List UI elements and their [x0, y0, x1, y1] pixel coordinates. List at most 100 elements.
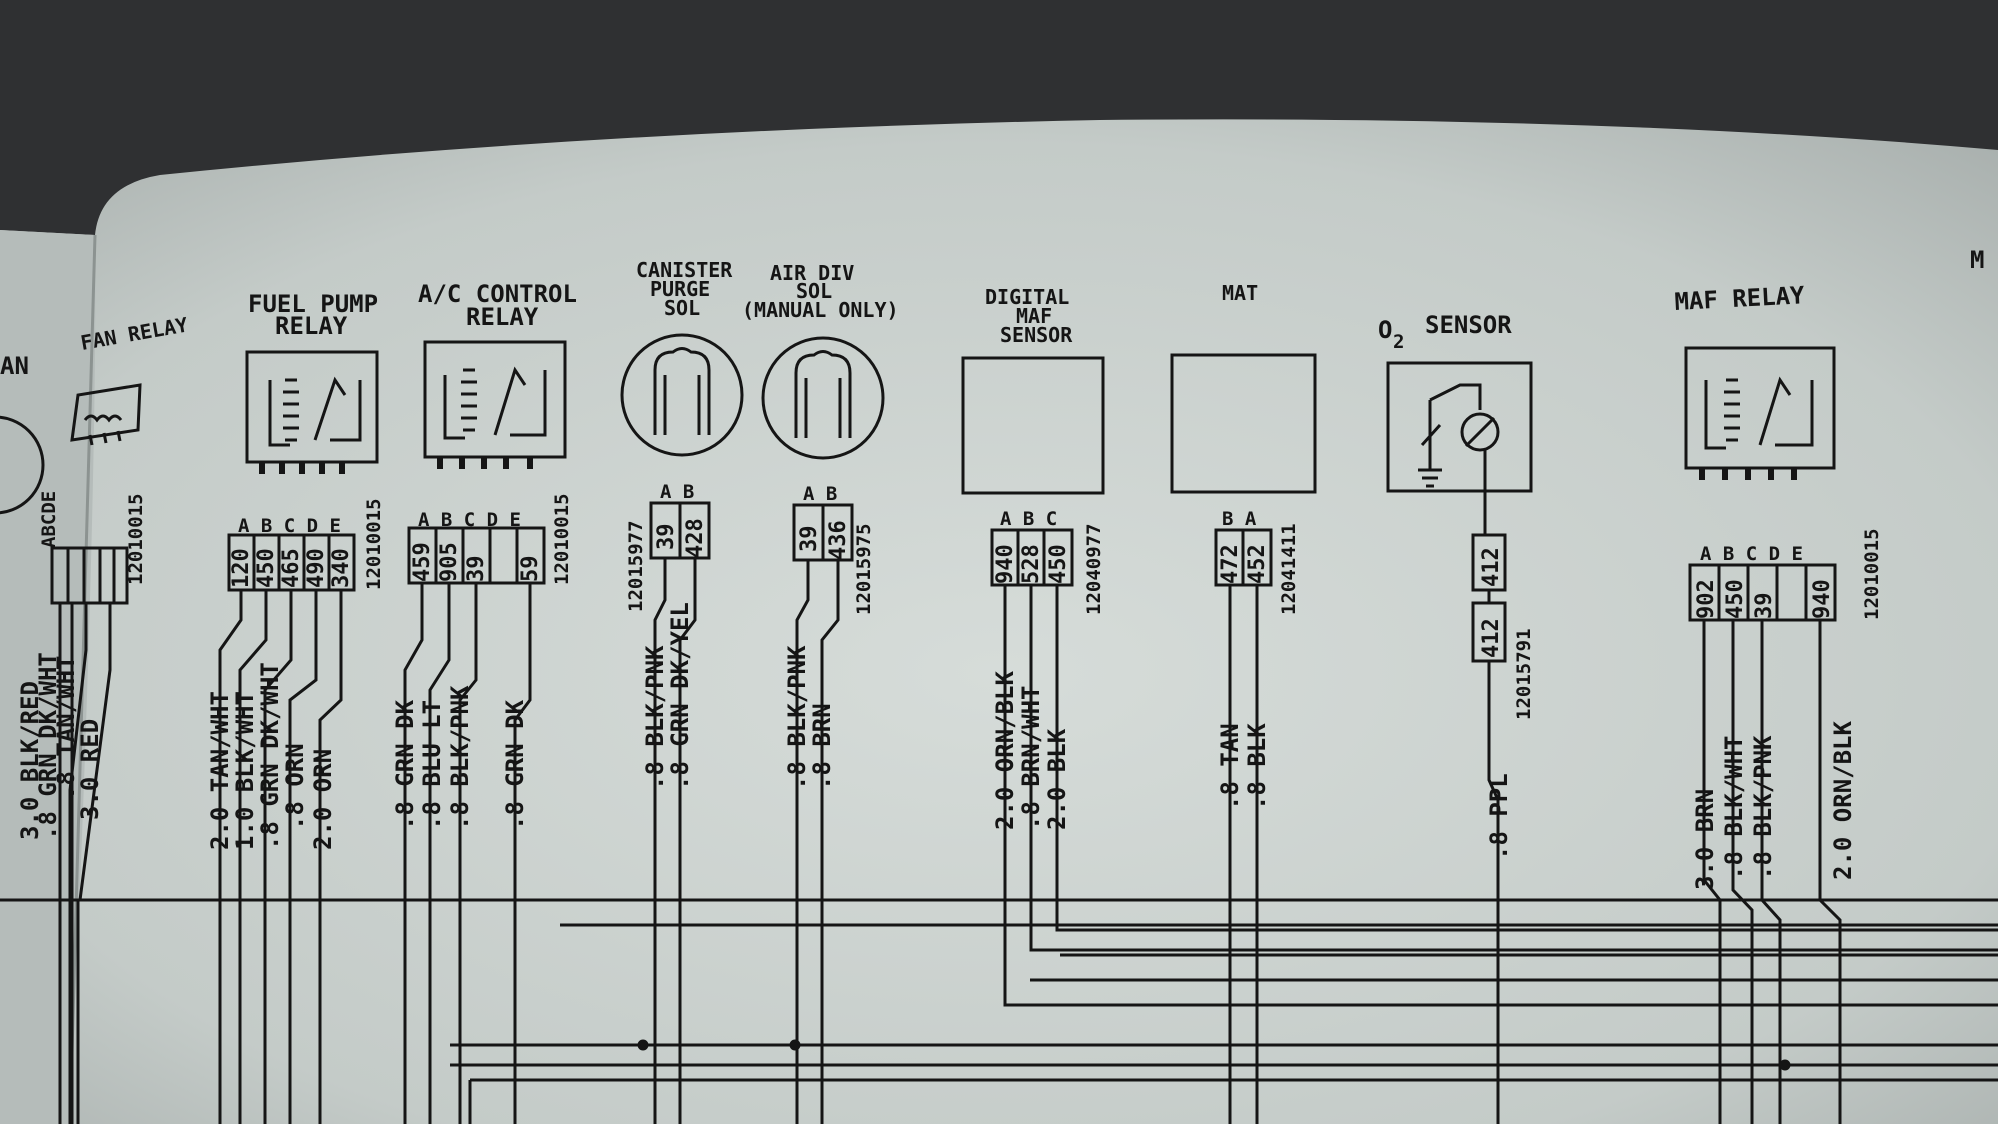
fuel-pump-relay-cavity-e: 340	[329, 548, 354, 588]
fuel-pump-relay-title-2: RELAY	[275, 312, 348, 340]
maf-relay-terminals	[1699, 468, 1797, 480]
canister-purge-sol-leads	[663, 375, 701, 435]
ac-control-relay-cavity-b: 905	[437, 542, 462, 582]
maf-relay-contacts	[1704, 376, 1814, 450]
ac-control-relay-coil	[461, 368, 477, 432]
fan-relay-body	[70, 383, 142, 442]
digital-maf-sensor-cavity-c: 450	[1046, 544, 1071, 584]
air-div-sol-title-3: (MANUAL ONLY)	[742, 298, 899, 322]
mat-pins: B A	[1222, 508, 1257, 530]
component-ac-control-relay: A/C CONTROL RELAY A B C D E 459 905 39 5…	[391, 280, 577, 1124]
fuel-pump-relay-cavity-b: 450	[254, 548, 279, 588]
partial-left-title: AN	[0, 352, 29, 380]
canister-purge-sol-cavity-b: 428	[683, 518, 708, 558]
maf-relay-cavity-e: 940	[1810, 579, 1835, 619]
air-div-sol-part-number: 12015975	[853, 523, 875, 615]
maf-relay-wire-4: 2.0 ORN/BLK	[1829, 721, 1857, 880]
fan-relay-connector	[50, 546, 129, 605]
splice-3	[1779, 1059, 1791, 1071]
canister-purge-sol-pins: A B	[660, 481, 694, 503]
o2-sensor-title-subscript: 2	[1393, 331, 1404, 353]
fuel-pump-relay-terminals	[259, 462, 345, 474]
maf-relay-part-number: 12010015	[1861, 528, 1883, 620]
fan-relay-wire-2: .8 GRN DK/WHT	[34, 652, 62, 840]
ac-control-relay-contacts	[443, 366, 547, 440]
o2-sensor-cavity-top: 412	[1479, 547, 1504, 587]
component-air-div-sol: AIR DIV SOL (MANUAL ONLY) A B 39 436 120…	[742, 261, 899, 1124]
fan-relay-coil	[83, 414, 123, 423]
fuel-pump-relay-coil	[283, 378, 299, 442]
fuel-pump-relay-wires	[218, 590, 343, 1124]
component-o2-sensor: O 2 SENSOR 412 412 12015791 .8 PPL	[1378, 311, 1535, 1124]
fuel-pump-relay-part-number: 12010015	[363, 498, 385, 590]
fuel-pump-relay-contacts	[268, 376, 362, 447]
canister-purge-sol-title-2: PURGE	[650, 277, 710, 301]
o2-sensor-title-sensor: SENSOR	[1425, 311, 1512, 339]
fuel-pump-relay-wire-3: .8 GRN DK/WHT	[256, 662, 284, 850]
ac-control-relay-title-1: A/C CONTROL	[418, 280, 577, 308]
air-div-sol-cavity-a: 39	[797, 526, 822, 553]
air-div-sol-title-1: AIR DIV	[770, 261, 854, 285]
maf-relay-cavity-b: 450	[1723, 579, 1748, 619]
mat-cavity-a: 452	[1245, 544, 1270, 584]
fan-relay-wire-1: 3.0 BLK/RED	[16, 681, 44, 840]
fuel-pump-relay-pins: A B C D E	[238, 515, 341, 537]
ac-control-relay-wire-3: .8 BLK/PNK	[446, 685, 474, 830]
air-div-sol-wires	[795, 560, 840, 1124]
ac-control-relay-wires	[403, 583, 532, 1124]
fan-relay-part-number: 12010015	[125, 493, 147, 585]
air-div-sol-coil	[794, 350, 852, 438]
mat-part-number: 12041411	[1278, 523, 1300, 615]
o2-sensor-element	[1460, 412, 1500, 452]
component-partial-left: AN	[0, 352, 45, 515]
mat-cavity-b: 472	[1218, 544, 1243, 584]
component-fuel-pump-relay: FUEL PUMP RELAY A B C D E 120 450 465 49…	[206, 290, 385, 1124]
partial-fan-motor	[0, 415, 45, 515]
fuel-pump-relay-title-1: FUEL PUMP	[248, 290, 378, 318]
fuel-pump-relay-wire-2: 1.0 BLK/WHT	[231, 691, 259, 850]
ac-control-relay-title-2: RELAY	[466, 303, 539, 331]
o2-sensor-title-o: O	[1378, 316, 1392, 344]
splice-1	[637, 1039, 649, 1051]
component-canister-purge-sol: CANISTER PURGE SOL A B 39 428 12015977 .…	[620, 258, 744, 1124]
ac-control-relay-part-number: 12010015	[551, 493, 573, 585]
canister-purge-sol-cavity-a: 39	[654, 524, 679, 551]
o2-sensor-wires	[1487, 590, 1500, 1124]
o2-sensor-wire-1: .8 PPL	[1485, 773, 1513, 860]
ac-control-relay-body	[423, 340, 567, 459]
o2-sensor-internal-wire	[1429, 383, 1482, 410]
digital-maf-sensor-cavity-a: 940	[993, 544, 1018, 584]
harness-bus	[0, 898, 1998, 1124]
canister-purge-sol-wire-2: .8 GRN DK/YEL	[666, 602, 694, 790]
partial-right-title: M	[1970, 246, 1984, 274]
maf-relay-cavity-c: 39	[1752, 593, 1777, 620]
maf-relay-wire-1: 3.0 BRN	[1691, 789, 1719, 890]
air-div-sol-cavity-b: 436	[826, 520, 851, 560]
maf-relay-coil	[1724, 378, 1740, 442]
air-div-sol-leads	[804, 378, 842, 438]
air-div-sol-wire-2: .8 BRN	[808, 703, 836, 790]
mat-title: MAT	[1222, 281, 1258, 305]
manual-page	[0, 119, 1998, 1124]
air-div-sol-body	[761, 336, 885, 460]
digital-maf-sensor-pins: A B C	[1000, 508, 1057, 530]
ac-control-relay-terminals	[437, 457, 533, 469]
o2-sensor-variable-resistor	[1420, 416, 1496, 448]
fuel-pump-relay-cavity-a: 120	[229, 548, 254, 588]
ac-control-relay-wire-2: .8 BLU LT	[418, 700, 446, 830]
canister-purge-sol-title-3: SOL	[664, 296, 700, 320]
fan-relay-pins: ABCDE	[38, 491, 60, 548]
fuel-pump-relay-wire-5: 2.0 ORN	[309, 749, 337, 850]
air-div-sol-pins: A B	[803, 483, 837, 505]
digital-maf-sensor-part-number: 12040977	[1083, 523, 1105, 615]
maf-relay-pins: A B C D E	[1700, 543, 1803, 565]
maf-relay-wire-3: .8 BLK/PNK	[1749, 735, 1777, 880]
canister-purge-sol-body	[620, 333, 744, 457]
digital-maf-sensor-wire-1: 2.0 ORN/BLK	[991, 671, 1019, 830]
fuel-pump-relay-cavity-c: 465	[279, 548, 304, 588]
maf-relay-wire-2: .8 BLK/WHT	[1720, 736, 1748, 881]
digital-maf-sensor-title-3: SENSOR	[1000, 323, 1073, 347]
fan-relay-wire-3: .8 TAN/WHT	[52, 656, 80, 801]
mat-body	[1170, 353, 1317, 494]
